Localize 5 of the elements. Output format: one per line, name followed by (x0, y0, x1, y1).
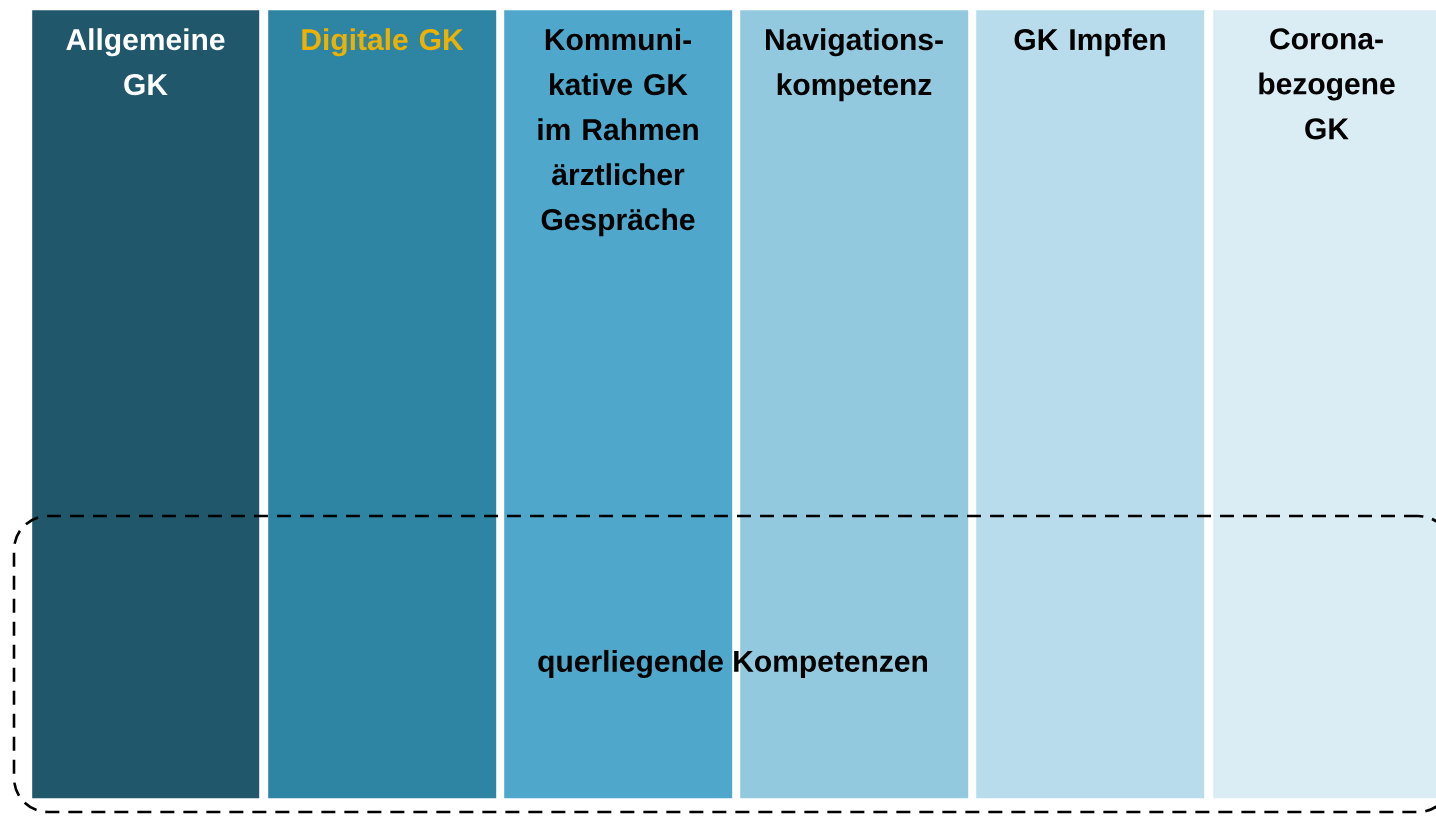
column-box: GK Impfen (976, 10, 1205, 799)
dashed-frame: querliegende Kompetenzen (12, 514, 1436, 814)
column-box: Digitale GK (268, 10, 497, 799)
column-box: Allgemeine GK (32, 10, 260, 799)
column-box: Corona- bezogene GK (1213, 10, 1436, 799)
